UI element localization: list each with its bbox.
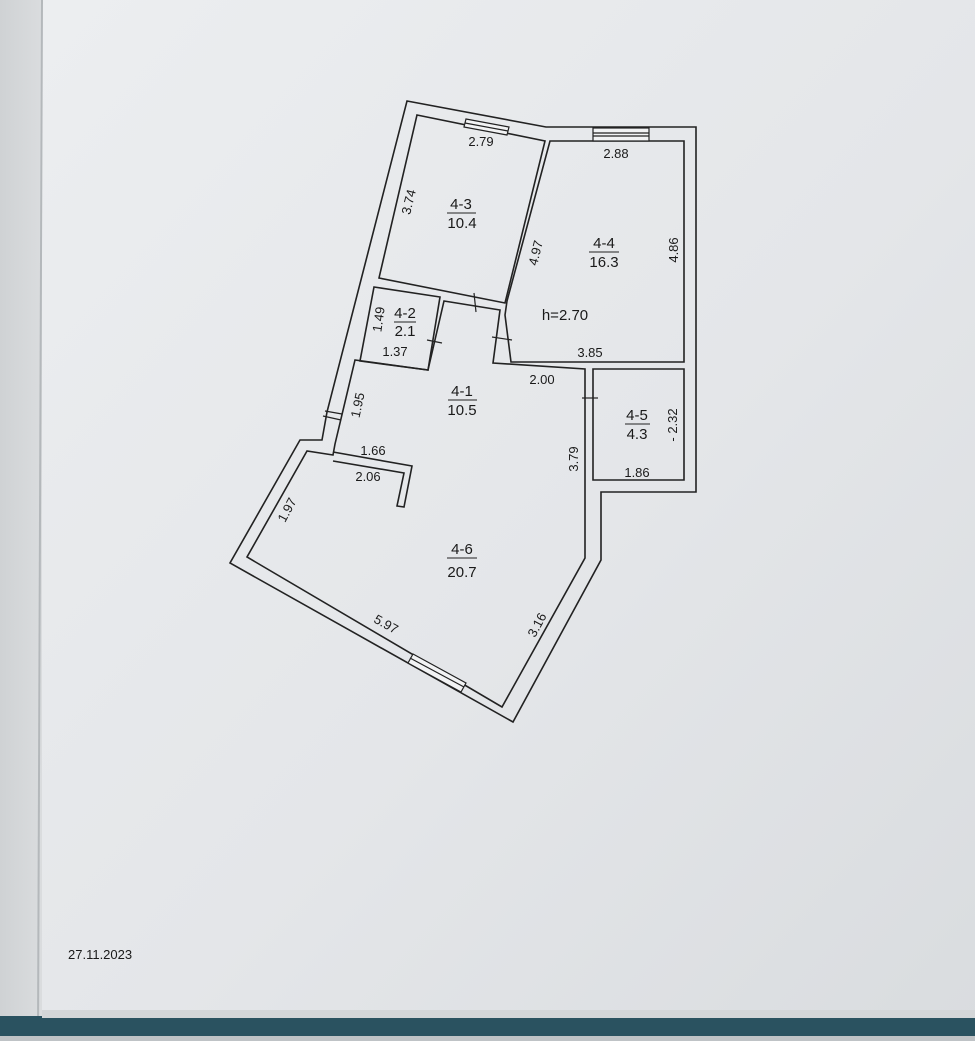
room-4-4-outline [504,140,685,363]
door-4-2 [426,339,443,344]
room-4-6-area: 20.7 [447,564,476,581]
dim-2-79: 2.79 [468,134,493,149]
dim-4-97: 4.97 [525,239,546,267]
window-4-3 [463,118,510,136]
door-entrance-2 [324,410,343,415]
room-4-3-area: 10.4 [447,215,476,232]
dim-1-95: 1.95 [348,391,368,419]
room-4-3-id: 4-3 [450,196,472,213]
document-date: 27.11.2023 [68,947,132,962]
dim-1-66: 1.66 [360,443,385,458]
window-4-6 [407,653,467,693]
room-4-5-area: 4.3 [627,426,648,443]
dim-3-85: 3.85 [577,345,602,360]
room-4-1-outline [245,300,586,709]
room-labels: 4-3 10.4 4-4 16.3 4-2 2.1 4-1 10.5 4-5 4… [394,196,650,581]
outer-wall-outline [228,100,697,724]
room-4-2-area: 2.1 [395,323,416,340]
room-4-6-id: 4-6 [451,541,473,558]
dim-1-37: 1.37 [382,344,407,359]
door-entrance [322,415,342,421]
table-edge [0,1016,975,1036]
door-4-3 [473,292,477,313]
dim-1-49: 1.49 [369,306,387,333]
dim-2-06: 2.06 [355,469,380,484]
windows [407,118,650,693]
dim-1-86: 1.86 [624,465,649,480]
floor-plan [228,100,697,724]
room-4-4-id: 4-4 [593,235,615,252]
room-4-5-id: 4-5 [626,407,648,424]
window-4-4 [592,127,650,142]
room-4-4-area: 16.3 [589,254,618,271]
room-4-2-id: 4-2 [394,305,416,322]
ceiling-height: h=2.70 [542,307,588,324]
page-fold [37,0,43,1037]
partition-wall [332,451,413,508]
room-4-1-id: 4-1 [451,383,473,400]
room-4-1-area: 10.5 [447,402,476,419]
dim-2-32: - 2.32 [665,408,680,441]
dim-4-86: 4.86 [666,237,681,262]
dim-2-88: 2.88 [603,146,628,161]
door-4-4 [491,336,513,341]
dim-2-00: 2.00 [529,372,554,387]
paper-sheet [42,0,975,1036]
paper-bottom-edge [42,1010,975,1018]
dim-3-79: 3.79 [566,446,581,471]
doors [322,292,598,421]
room-4-5-outline [592,368,685,481]
dim-3-74: 3.74 [398,188,419,216]
